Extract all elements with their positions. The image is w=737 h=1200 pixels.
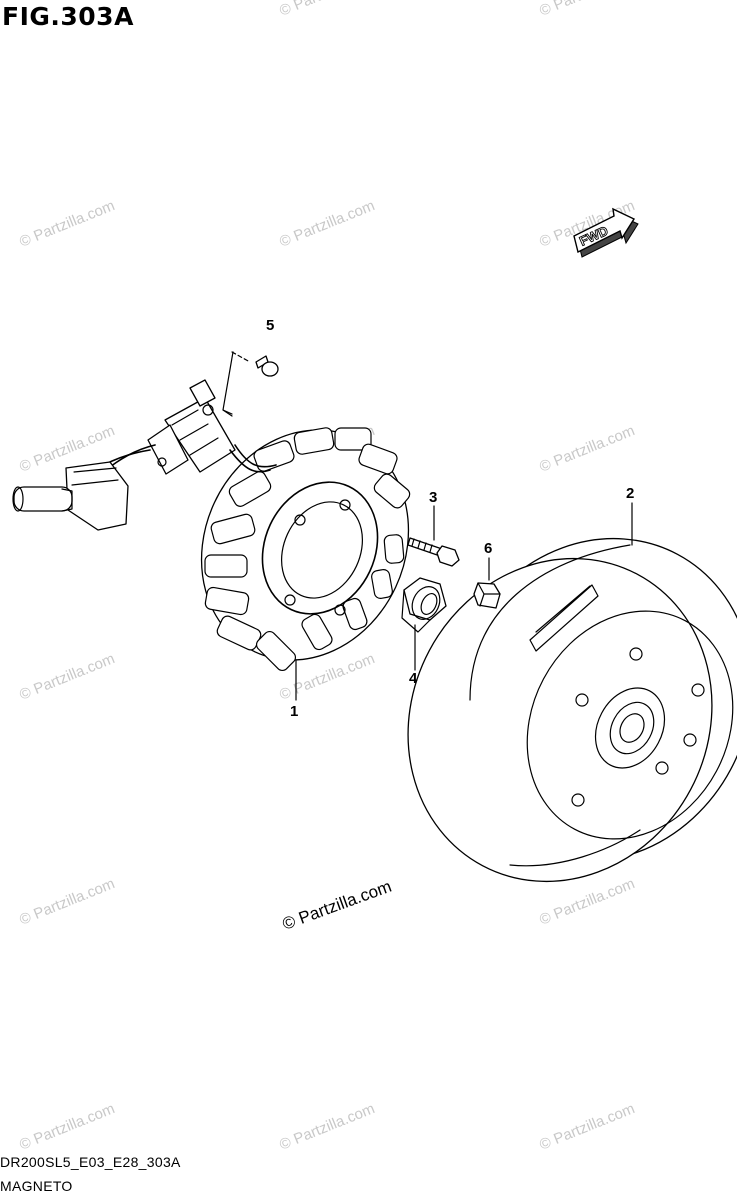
callout-labels: 1 2 3 4 5 6 xyxy=(266,317,634,720)
diagram-caption: MAGNETO xyxy=(0,1178,73,1194)
callout-5: 5 xyxy=(266,317,274,334)
watermark: © Partzilla.com xyxy=(277,1100,377,1154)
pulser-coil-and-wire xyxy=(12,379,277,531)
watermark: © Partzilla.com xyxy=(17,875,117,929)
nut-part-4 xyxy=(401,577,447,633)
rotor-flywheel xyxy=(407,537,737,883)
watermark: © Partzilla.com xyxy=(17,650,117,704)
callout-2: 2 xyxy=(626,485,634,502)
watermark: © Partzilla.com xyxy=(277,197,377,251)
key-part-6 xyxy=(473,582,501,609)
screw-part-5 xyxy=(222,351,279,417)
diagram-code: DR200SL5_E03_E28_303A xyxy=(0,1154,181,1170)
watermark: © Partzilla.com xyxy=(277,0,377,20)
bolt-part-3 xyxy=(407,537,460,567)
watermark: © Partzilla.com xyxy=(17,1100,117,1154)
stator-assembly xyxy=(200,427,411,672)
callout-leaders xyxy=(295,502,633,701)
watermark: © Partzilla.com xyxy=(537,0,637,20)
watermark: © Partzilla.com xyxy=(537,1100,637,1154)
callout-4: 4 xyxy=(409,670,418,687)
callout-1: 1 xyxy=(290,703,298,720)
watermark: © Partzilla.com xyxy=(17,197,117,251)
watermark: © Partzilla.com xyxy=(537,422,637,476)
callout-3: 3 xyxy=(429,489,437,506)
watermark: © Partzilla.com xyxy=(537,875,637,929)
figure-title: FIG.303A xyxy=(2,2,134,31)
center-copyright: © Partzilla.com xyxy=(280,877,394,934)
callout-6: 6 xyxy=(484,540,492,557)
